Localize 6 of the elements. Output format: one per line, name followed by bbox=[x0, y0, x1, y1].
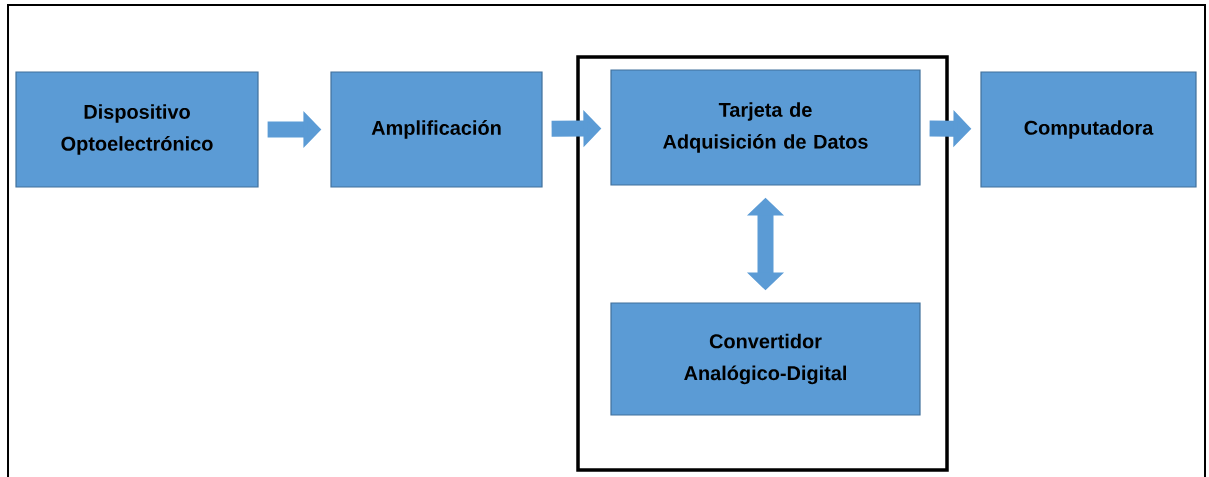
process-box: Computadora bbox=[980, 71, 1197, 188]
process-box: Convertidor Analógico-Digital bbox=[610, 302, 921, 416]
process-box: Dispositivo Optoelectrónico bbox=[15, 71, 259, 188]
group-frame bbox=[576, 55, 949, 472]
process-box: Amplificación bbox=[330, 71, 543, 188]
process-box: Tarjeta de Adquisición de Datos bbox=[610, 69, 921, 186]
